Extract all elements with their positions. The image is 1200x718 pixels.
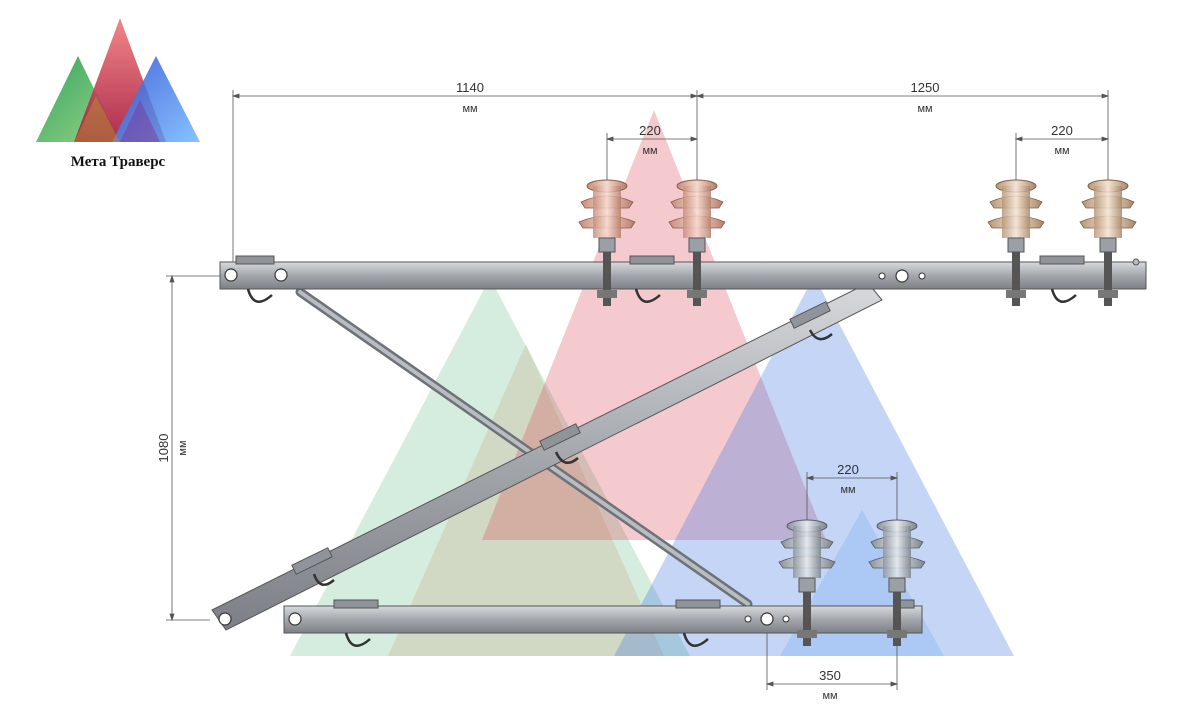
insulator-top-left-2 [668, 179, 726, 306]
dim-top-left-pair-unit: мм [642, 145, 657, 157]
insulator-top-left-1 [578, 179, 636, 306]
green-triangle [290, 278, 690, 656]
insulator-top-right-1 [987, 179, 1045, 306]
dim-top-left-span-value: 1140 [456, 80, 484, 95]
dim-top-right-span-unit: мм [917, 103, 932, 115]
top-crossarm [219, 255, 1147, 303]
dim-top-left-span-unit: мм [462, 103, 477, 115]
bottom-crossarm [283, 599, 923, 647]
dim-top-right-pair-value: 220 [1051, 123, 1073, 138]
tan-triangle [388, 344, 664, 656]
dim-vertical-unit: мм [177, 440, 189, 455]
dimension-labels: 1140 мм 1250 мм 220 мм 220 мм 220 мм 108… [156, 80, 1073, 702]
dim-bottom-offset-value: 350 [819, 668, 841, 683]
insulator-bottom-1 [778, 519, 836, 646]
dim-top-right-pair-unit: мм [1054, 145, 1069, 157]
brand-logo [36, 18, 200, 142]
dim-bottom-offset-unit: мм [822, 690, 837, 702]
dim-vertical-value: 1080 [156, 434, 171, 463]
braces [211, 282, 883, 631]
dim-bottom-pair-value: 220 [837, 462, 859, 477]
insulator-bottom-2 [868, 519, 926, 646]
dimension-lines [166, 90, 1110, 690]
brand-name: Мета Траверс [70, 154, 166, 170]
dim-bottom-pair-unit: мм [840, 484, 855, 496]
dim-top-right-span-value: 1250 [911, 80, 940, 95]
dim-top-left-pair-value: 220 [639, 123, 661, 138]
insulators [578, 179, 1137, 646]
insulator-top-right-2 [1079, 179, 1137, 306]
